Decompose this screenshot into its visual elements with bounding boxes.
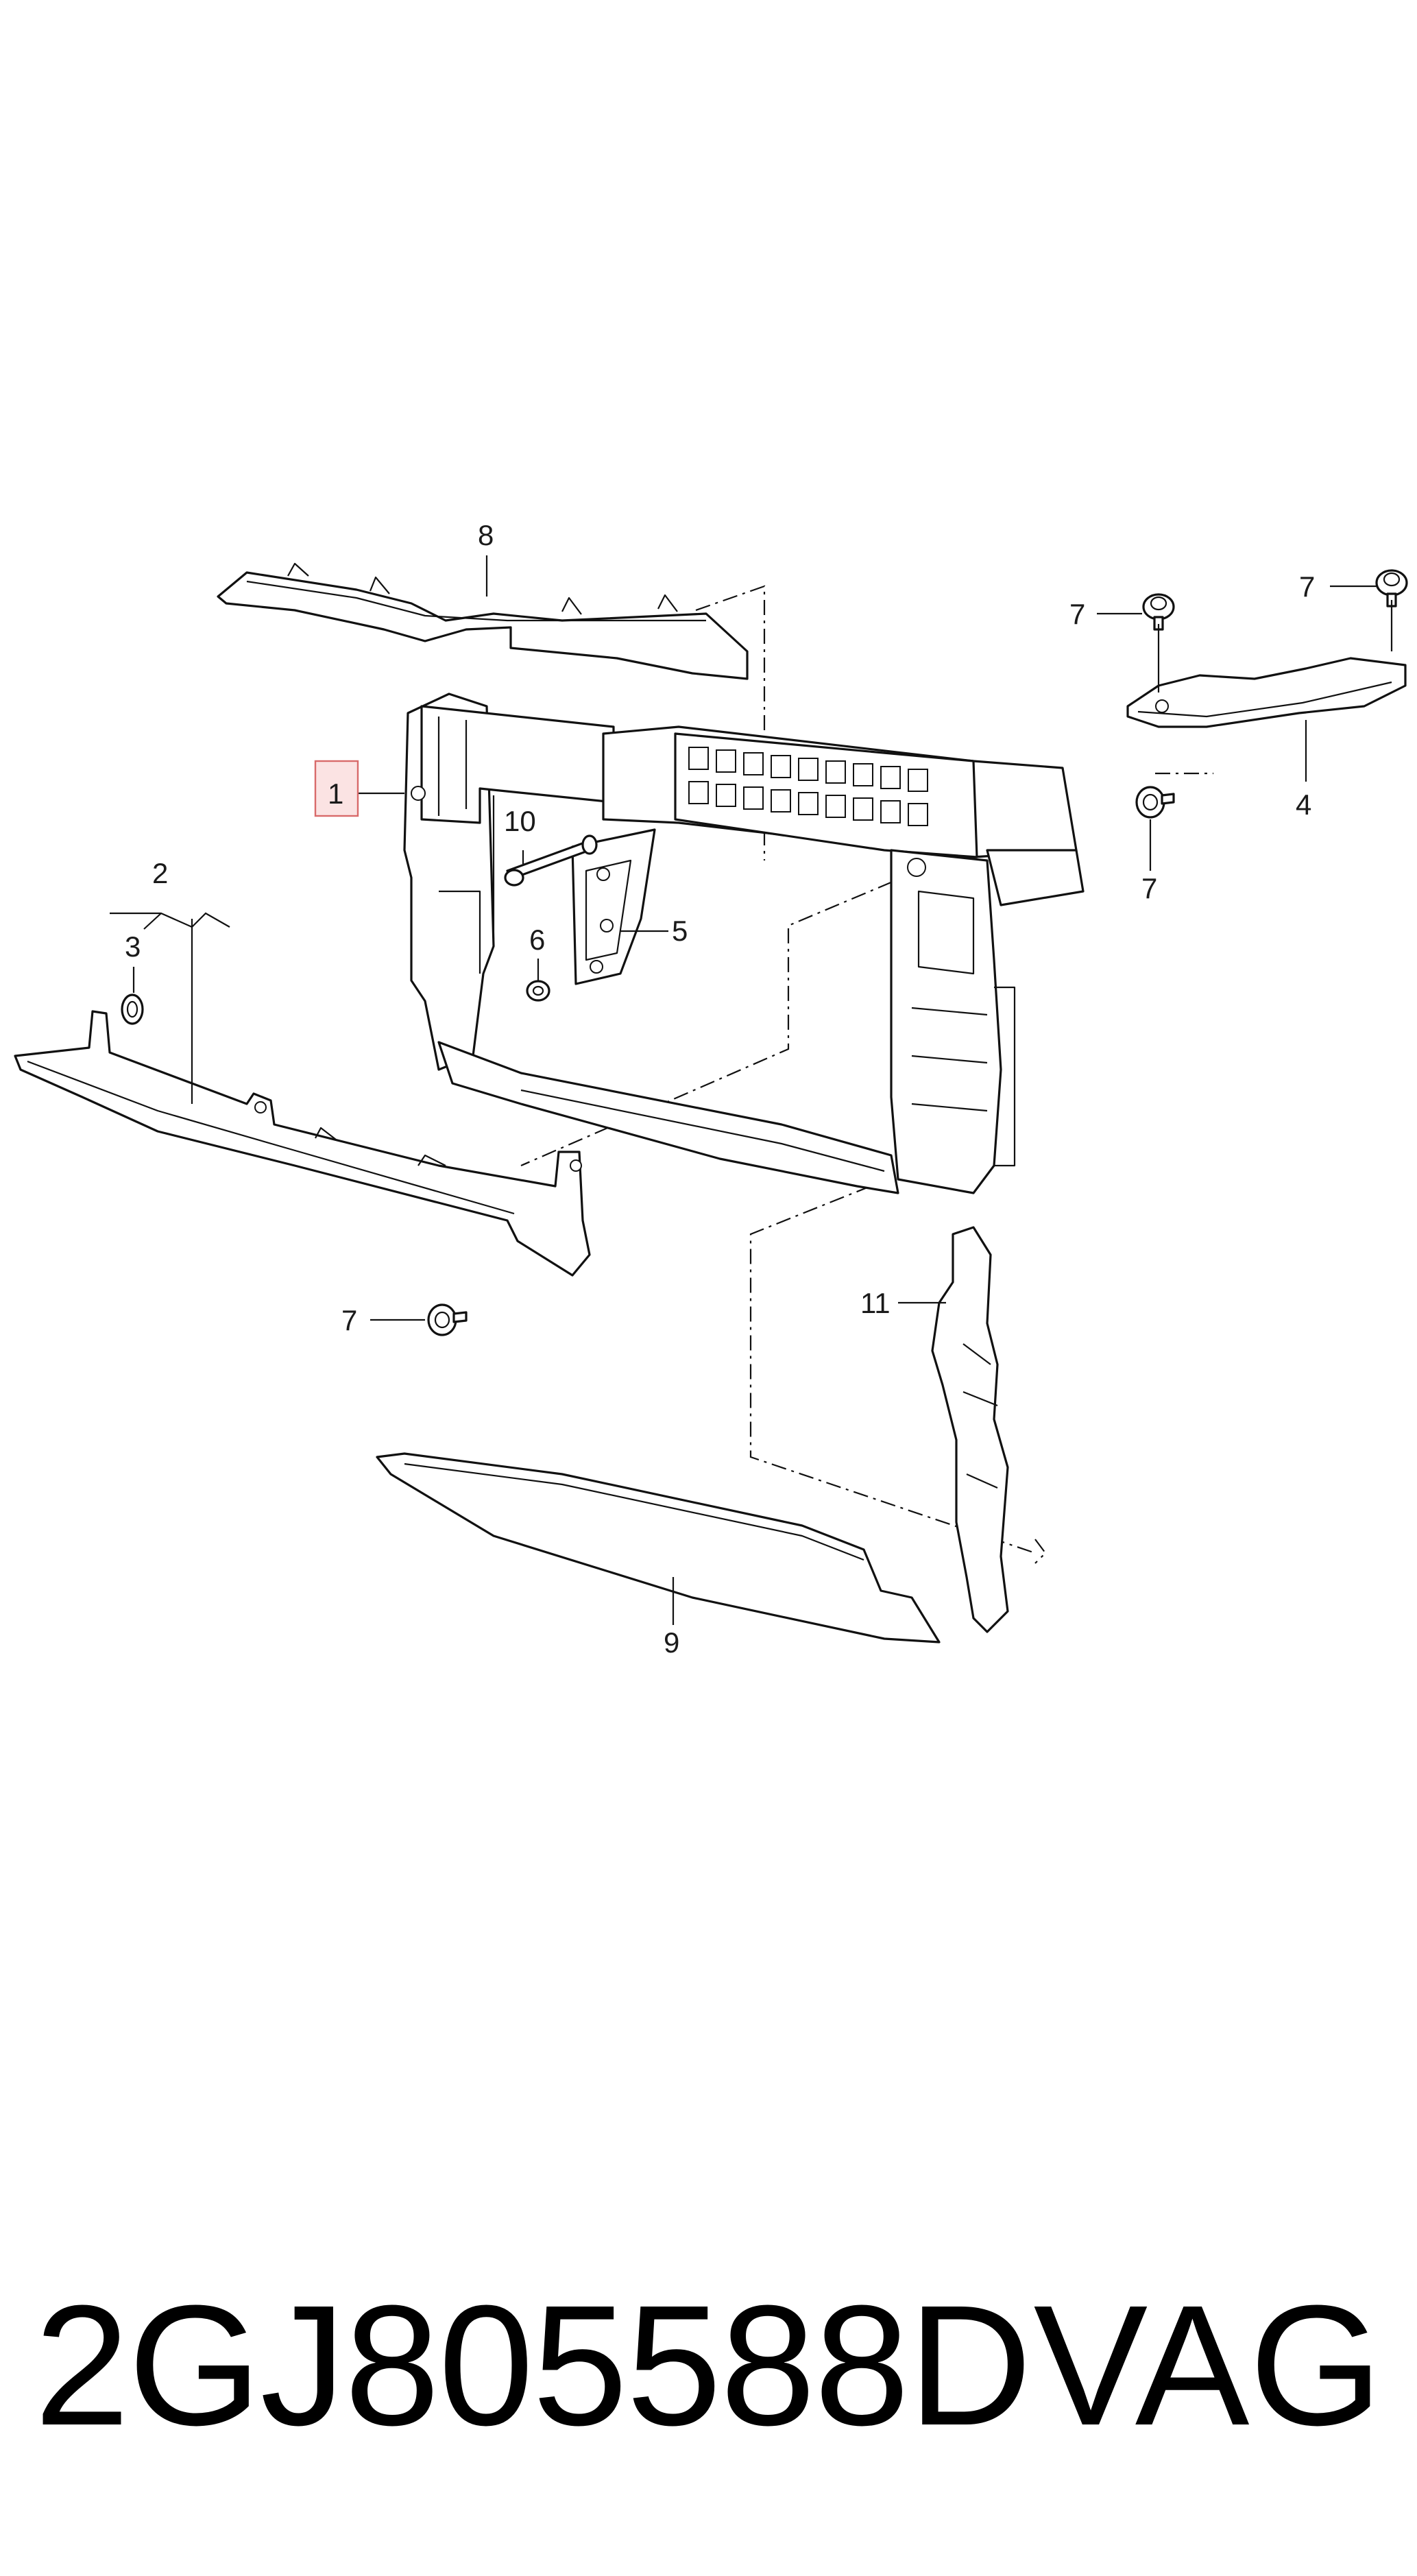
callout-7-bottom-left: 7 (341, 1304, 357, 1336)
callout-7-top-right: 7 (1299, 570, 1315, 603)
callout-3: 3 (125, 930, 141, 963)
part-number: 2GJ805588D (34, 2270, 1032, 2461)
callout-6: 6 (529, 924, 545, 956)
callout-10: 10 (504, 805, 536, 837)
part-6-nut (526, 980, 550, 1002)
part-10-bolt (504, 834, 598, 887)
exploded-parts-diagram: 1 2 3 4 5 6 7 7 7 7 8 9 10 11 (14, 519, 1408, 1659)
brand-label: VAG (1033, 2270, 1383, 2461)
part-7-fastener-top-right (1375, 569, 1408, 607)
part-2-lower-crossmember (14, 1010, 591, 1277)
part-11-side-air-guide (931, 1226, 1009, 1633)
callout-5: 5 (672, 915, 688, 947)
part-7-fastener-top-left (1142, 593, 1175, 631)
part-9-lower-air-guide (376, 1452, 941, 1644)
leader-lines (110, 555, 1393, 1625)
part-7-fastener-bottom-left (427, 1303, 468, 1336)
callout-11: 11 (860, 1287, 891, 1319)
part-1-carrier-frame (403, 693, 1085, 1194)
part-7-fastener-mid-right (1135, 786, 1175, 819)
callout-7-top-left: 7 (1069, 598, 1085, 630)
callout-7-mid-right: 7 (1141, 872, 1157, 904)
callout-4: 4 (1296, 789, 1311, 821)
grille-slots (688, 747, 928, 826)
callout-9: 9 (664, 1626, 679, 1659)
part-8-upper-cover (217, 562, 749, 680)
callout-8: 8 (478, 519, 494, 551)
footer-caption: 2GJ805588D VAG (27, 2256, 1390, 2475)
callout-1-highlight (314, 760, 359, 817)
part-4-bracket (1126, 657, 1407, 728)
callout-labels: 1 2 3 4 5 6 7 7 7 7 8 9 10 11 (125, 519, 1315, 1659)
callout-2: 2 (152, 857, 168, 889)
callout-1: 1 (328, 778, 343, 810)
part-3-grommet (121, 994, 144, 1025)
